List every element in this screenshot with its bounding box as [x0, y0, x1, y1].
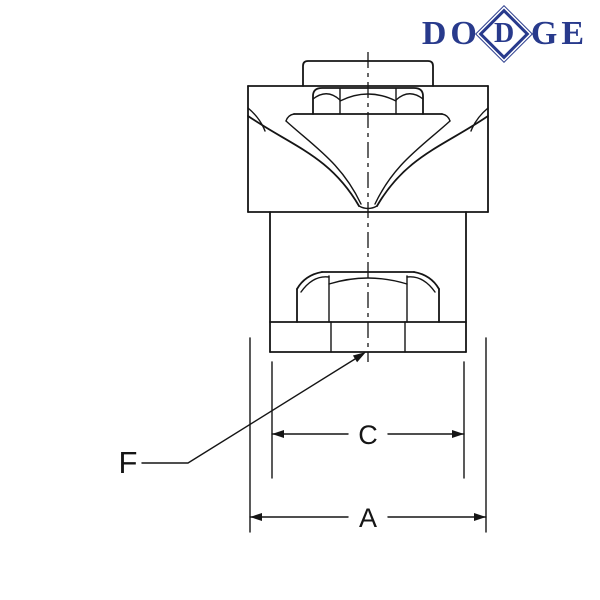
logo-text-ge: GE: [530, 15, 588, 52]
dimension-c: C: [271, 420, 465, 450]
top-cap: [302, 60, 434, 87]
housing-outline: [247, 85, 489, 213]
upper-hex-nut: [285, 87, 451, 122]
body-and-flange: [269, 211, 467, 353]
dimension-c-left-arrow-icon: [272, 430, 284, 438]
spherical-seat-curves: [247, 107, 489, 210]
dimension-c-label: C: [358, 420, 378, 450]
callout-f-arrow-icon: [352, 352, 366, 363]
callout-f-label: F: [119, 445, 138, 480]
dodge-logo: DO D GE: [421, 8, 588, 60]
dimension-a-label: A: [359, 503, 377, 533]
extension-lines: [249, 337, 487, 533]
logo-text-do: DO: [421, 15, 481, 52]
dimension-a-right-arrow-icon: [474, 513, 486, 521]
callout-f: F: [119, 352, 366, 480]
dimension-a: A: [249, 503, 487, 533]
lower-hex-nut: [296, 271, 440, 323]
dimension-a-left-arrow-icon: [250, 513, 262, 521]
dimension-c-right-arrow-icon: [452, 430, 464, 438]
